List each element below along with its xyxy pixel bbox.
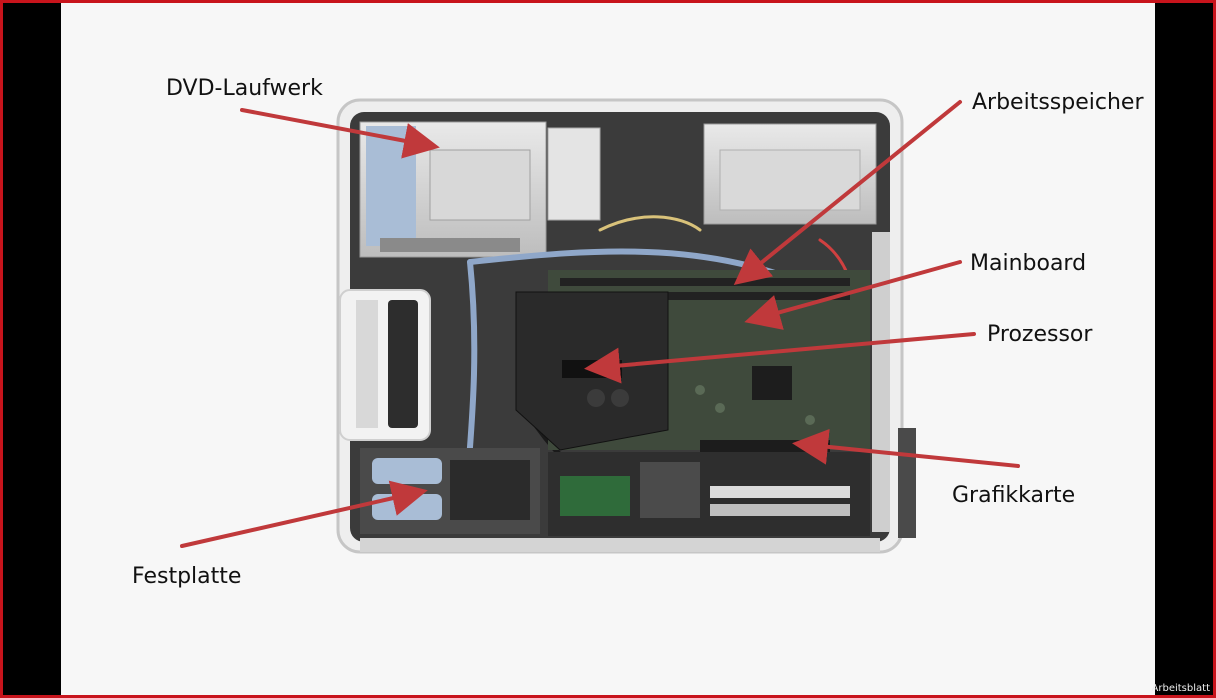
arrow-mainboard bbox=[744, 260, 962, 330]
label-dvd-drive: DVD-Laufwerk bbox=[166, 76, 323, 101]
expansion-cards bbox=[548, 440, 870, 536]
annotation-arrows bbox=[180, 100, 1020, 548]
label-ram: Arbeitsspeicher bbox=[972, 90, 1144, 115]
watermark: Arbeitsblatt bbox=[1151, 683, 1210, 694]
label-mainboard: Mainboard bbox=[970, 251, 1087, 276]
label-hard-drive: Festplatte bbox=[132, 564, 242, 589]
arrow-ram bbox=[733, 100, 962, 286]
label-cpu: Prozessor bbox=[987, 322, 1093, 347]
arrow-dvd bbox=[240, 108, 440, 159]
cpu-cooler-shroud bbox=[515, 291, 669, 451]
hard-drive-bay bbox=[360, 448, 540, 534]
power-supply bbox=[703, 123, 877, 225]
arrow-hdd bbox=[180, 480, 428, 548]
label-gpu: Grafikkarte bbox=[952, 483, 1076, 508]
arrow-cpu bbox=[584, 332, 976, 384]
arrow-gpu bbox=[792, 428, 1020, 468]
dvd-drive-bay bbox=[359, 121, 601, 258]
